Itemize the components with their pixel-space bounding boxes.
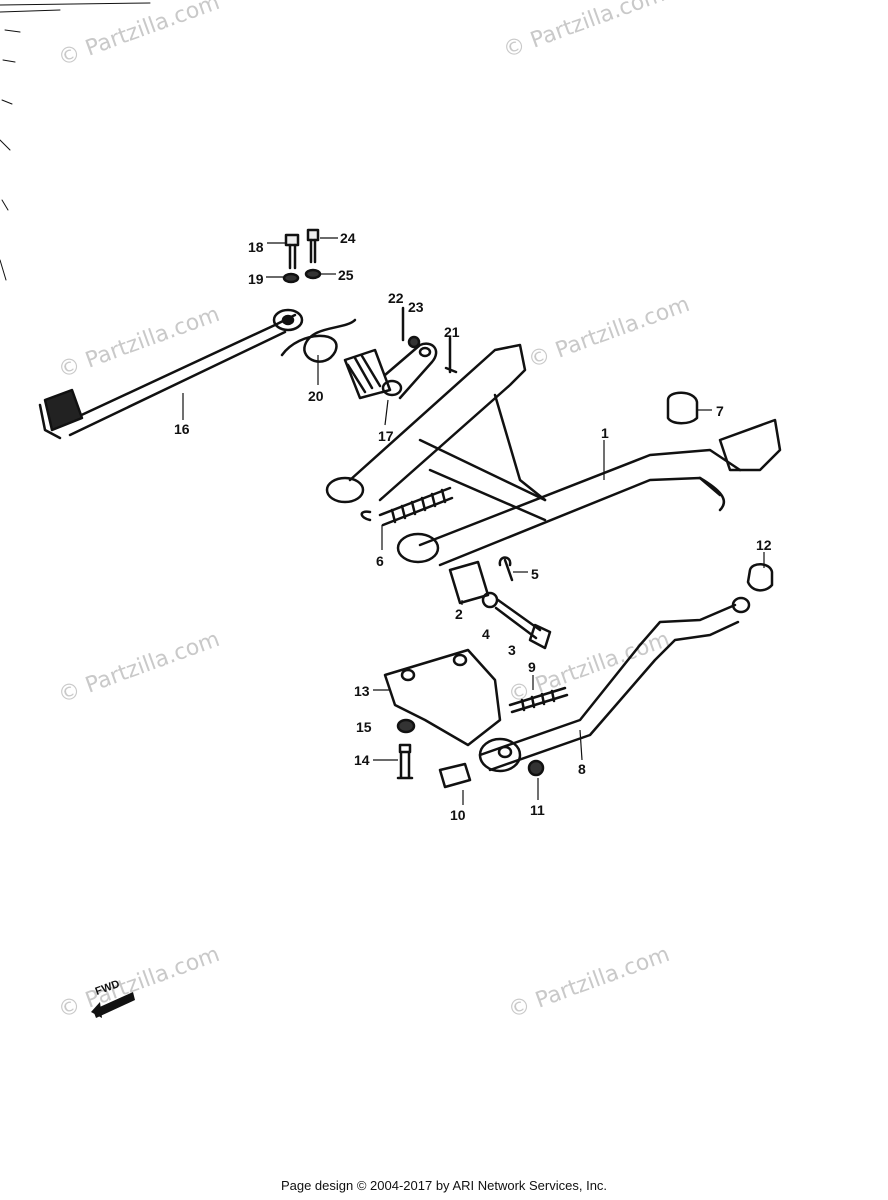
brake-pedal-part-16 bbox=[38, 308, 304, 440]
side-stand-part-8 bbox=[478, 596, 751, 773]
nut-part-11 bbox=[527, 759, 545, 777]
callout-10: 10 bbox=[450, 807, 466, 823]
callout-20: 20 bbox=[308, 388, 324, 404]
callout-13: 13 bbox=[354, 683, 370, 699]
bracket-hole bbox=[452, 653, 468, 667]
callout-16: 16 bbox=[174, 421, 190, 437]
callout-3: 3 bbox=[508, 642, 516, 658]
callout-7: 7 bbox=[716, 403, 724, 419]
callout-9: 9 bbox=[528, 659, 536, 675]
pin-part-21 bbox=[444, 336, 458, 374]
callout-21: 21 bbox=[444, 324, 460, 340]
callout-14: 14 bbox=[354, 752, 370, 768]
callout-11: 11 bbox=[530, 802, 545, 818]
callout-5: 5 bbox=[531, 566, 539, 582]
stopper-part-12 bbox=[746, 563, 774, 592]
stand-spring-part-6 bbox=[360, 486, 454, 527]
callout-8: 8 bbox=[578, 761, 586, 777]
bracket-hole bbox=[400, 668, 416, 682]
pivot-shaft-part-17 bbox=[343, 342, 438, 400]
washer-part-23 bbox=[407, 335, 421, 349]
callout-19: 19 bbox=[248, 271, 264, 287]
callout-24: 24 bbox=[340, 230, 356, 246]
center-stand-part-1 bbox=[325, 343, 782, 567]
bracket-part-13 bbox=[383, 648, 502, 747]
washer-part-4 bbox=[481, 591, 499, 609]
callout-18: 18 bbox=[248, 239, 264, 255]
callout-22: 22 bbox=[388, 290, 404, 306]
callout-15: 15 bbox=[356, 719, 372, 735]
spring-part-9 bbox=[508, 686, 569, 714]
nut-part-15 bbox=[396, 718, 416, 734]
stopper-part-7 bbox=[666, 391, 699, 425]
page-footer: Page design © 2004-2017 by ARI Network S… bbox=[280, 1178, 608, 1193]
callout-12: 12 bbox=[756, 537, 772, 553]
washer-part-25 bbox=[304, 268, 322, 280]
callout-1: 1 bbox=[601, 425, 609, 441]
callout-2: 2 bbox=[455, 606, 463, 622]
callout-25: 25 bbox=[338, 267, 354, 283]
callout-17: 17 bbox=[378, 428, 394, 444]
forward-arrow-icon bbox=[91, 992, 135, 1018]
return-spring-part-20 bbox=[280, 318, 357, 363]
washer-part-19 bbox=[282, 272, 300, 284]
bolt-part-18 bbox=[284, 233, 300, 270]
cotter-pin-part-5 bbox=[498, 556, 514, 582]
bolt-part-24 bbox=[306, 228, 320, 264]
collar-part-2 bbox=[448, 560, 490, 605]
callout-4: 4 bbox=[482, 626, 490, 642]
bolt-part-10 bbox=[438, 762, 472, 789]
leader-lines bbox=[182, 237, 765, 805]
bolt-part-3 bbox=[494, 598, 552, 650]
callout-23: 23 bbox=[408, 299, 424, 315]
bolt-part-14 bbox=[396, 743, 414, 780]
callout-6: 6 bbox=[376, 553, 384, 569]
scan-noise bbox=[0, 2, 151, 281]
